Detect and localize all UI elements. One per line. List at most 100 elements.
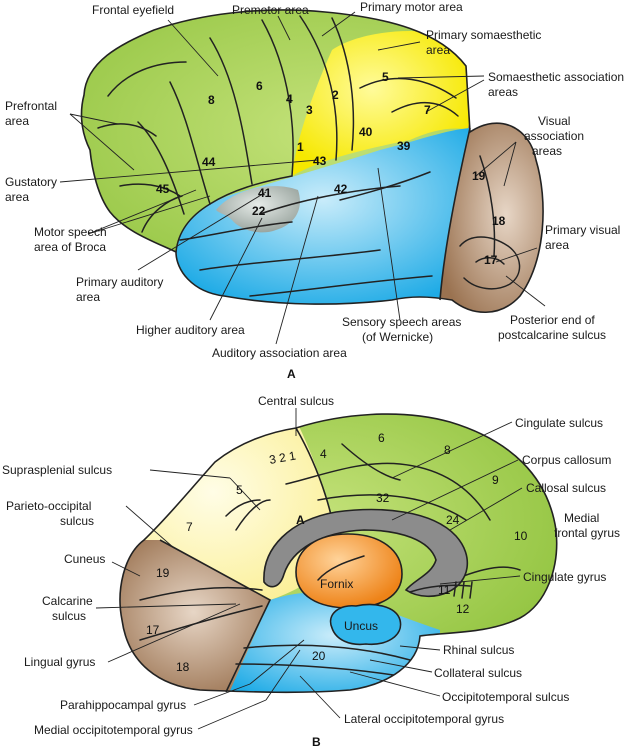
label-gustatory-2: area bbox=[5, 190, 29, 204]
label-parahippocampal-gyrus: Parahippocampal gyrus bbox=[60, 698, 186, 712]
label-posterior-end-2: postcalcarine sulcus bbox=[498, 328, 606, 342]
panel-a-letter: A bbox=[287, 367, 296, 381]
area-24: 24 bbox=[446, 513, 460, 527]
area-39: 39 bbox=[397, 139, 411, 153]
area-5-medial: 5 bbox=[236, 483, 243, 497]
area-4: 4 bbox=[286, 92, 293, 106]
label-rhinal-sulcus: Rhinal sulcus bbox=[443, 643, 514, 657]
label-somaesthetic-assoc-1: Somaesthetic association bbox=[488, 70, 624, 84]
label-fornix: Fornix bbox=[320, 577, 353, 591]
label-cuneus: Cuneus bbox=[64, 552, 105, 566]
area-8-medial: 8 bbox=[444, 443, 451, 457]
panel-b-labels: Central sulcus Cingulate sulcus Corpus c… bbox=[2, 394, 620, 749]
panel-a-labels: Frontal eyefield Premotor area Primary m… bbox=[5, 0, 624, 381]
area-12: 12 bbox=[456, 602, 470, 616]
label-visual-assoc-2: association bbox=[524, 129, 584, 143]
label-primary-visual-2: area bbox=[545, 238, 569, 252]
panel-b-area-numbers: 3 2 1 4 6 8 9 5 7 32 24 10 19 11 12 17 1… bbox=[146, 431, 528, 674]
label-collateral-sulcus: Collateral sulcus bbox=[434, 666, 522, 680]
label-motor-speech-2: area of Broca bbox=[34, 240, 106, 254]
label-parieto-occipital-2: sulcus bbox=[60, 514, 94, 528]
panel-a-lateral-view: Frontal eyefield Premotor area Primary m… bbox=[5, 0, 624, 381]
area-43: 43 bbox=[313, 154, 327, 168]
area-20: 20 bbox=[312, 649, 326, 663]
label-callosal-sulcus: Callosal sulcus bbox=[526, 481, 606, 495]
area-22: 22 bbox=[252, 204, 266, 218]
area-17-medial: 17 bbox=[146, 623, 160, 637]
label-suprasplenial-sulcus: Suprasplenial sulcus bbox=[2, 463, 112, 477]
area-18: 18 bbox=[492, 214, 506, 228]
area-19-medial: 19 bbox=[156, 566, 170, 580]
label-central-sulcus: Central sulcus bbox=[258, 394, 334, 408]
label-primary-auditory-1: Primary auditory bbox=[76, 275, 163, 289]
area-42: 42 bbox=[334, 182, 348, 196]
temporal-region bbox=[176, 128, 470, 307]
label-higher-auditory: Higher auditory area bbox=[136, 323, 245, 337]
area-5: 5 bbox=[382, 70, 389, 84]
label-region-a: A bbox=[296, 513, 305, 527]
label-lateral-occipitotemporal: Lateral occipitotemporal gyrus bbox=[344, 712, 504, 726]
area-44: 44 bbox=[202, 155, 216, 169]
label-calcarine-2: sulcus bbox=[52, 609, 86, 623]
label-primary-somaesthetic-1: Primary somaesthetic bbox=[426, 28, 541, 42]
panel-a-area-numbers: 8 6 4 3 2 1 5 7 40 39 43 44 45 41 42 22 … bbox=[156, 70, 506, 267]
area-41: 41 bbox=[258, 186, 272, 200]
label-lingual-gyrus: Lingual gyrus bbox=[24, 655, 95, 669]
label-visual-assoc-1: Visual bbox=[538, 114, 570, 128]
area-7-medial: 7 bbox=[186, 520, 193, 534]
area-1: 1 bbox=[297, 140, 304, 154]
label-cingulate-gyrus: Cingulate gyrus bbox=[523, 570, 606, 584]
fornix-shape bbox=[295, 533, 403, 609]
label-calcarine-1: Calcarine bbox=[42, 594, 93, 608]
label-occipitotemporal-sulcus: Occipitotemporal sulcus bbox=[442, 690, 569, 704]
label-premotor-area: Premotor area bbox=[232, 3, 309, 17]
area-32: 32 bbox=[376, 491, 390, 505]
label-primary-visual-1: Primary visual bbox=[545, 223, 620, 237]
area-8: 8 bbox=[208, 93, 215, 107]
label-medial-frontal-1: Medial bbox=[564, 511, 599, 525]
area-6-medial: 6 bbox=[378, 431, 385, 445]
label-somaesthetic-assoc-2: areas bbox=[488, 85, 518, 99]
area-17: 17 bbox=[484, 253, 498, 267]
label-prefrontal-2: area bbox=[5, 114, 29, 128]
panel-a-leaders bbox=[59, 11, 546, 345]
area-7: 7 bbox=[424, 103, 431, 117]
corpus-callosum-shape bbox=[263, 508, 469, 598]
panel-b-leaders bbox=[95, 408, 523, 730]
area-3-2-1: 3 2 1 bbox=[268, 448, 297, 466]
medial-occipital-region bbox=[120, 540, 270, 693]
label-sensory-speech-2: (of Wernicke) bbox=[362, 330, 433, 344]
area-4-medial: 4 bbox=[320, 447, 327, 461]
label-motor-speech-1: Motor speech bbox=[34, 225, 107, 239]
label-sensory-speech-1: Sensory speech areas bbox=[342, 315, 461, 329]
primary-auditory-region bbox=[216, 186, 300, 233]
area-3: 3 bbox=[306, 103, 313, 117]
area-6: 6 bbox=[256, 79, 263, 93]
label-corpus-callosum: Corpus callosum bbox=[522, 453, 611, 467]
label-frontal-eyefield: Frontal eyefield bbox=[92, 3, 174, 17]
label-medial-occipitotemporal: Medial occipitotemporal gyrus bbox=[34, 723, 193, 737]
label-primary-somaesthetic-2: area bbox=[426, 43, 450, 57]
label-visual-assoc-3: areas bbox=[532, 144, 562, 158]
label-uncus: Uncus bbox=[344, 619, 378, 633]
label-medial-frontal-2: frontal gyrus bbox=[554, 526, 620, 540]
area-45: 45 bbox=[156, 182, 170, 196]
label-gustatory-1: Gustatory bbox=[5, 175, 57, 189]
label-cingulate-sulcus: Cingulate sulcus bbox=[515, 416, 603, 430]
label-parieto-occipital-1: Parieto-occipital bbox=[6, 499, 91, 513]
label-primary-auditory-2: area bbox=[76, 290, 100, 304]
area-19: 19 bbox=[472, 169, 486, 183]
label-prefrontal-1: Prefrontal bbox=[5, 99, 57, 113]
area-40: 40 bbox=[359, 125, 373, 139]
panel-b-medial-view: Central sulcus Cingulate sulcus Corpus c… bbox=[2, 394, 620, 749]
label-auditory-association: Auditory association area bbox=[212, 346, 347, 360]
area-9-medial: 9 bbox=[492, 473, 499, 487]
uncus-shape bbox=[329, 603, 402, 646]
panel-b-letter: B bbox=[312, 735, 321, 749]
area-2: 2 bbox=[332, 88, 339, 102]
area-10: 10 bbox=[514, 529, 528, 543]
label-posterior-end-1: Posterior end of bbox=[510, 313, 595, 327]
label-primary-motor-area: Primary motor area bbox=[360, 0, 463, 14]
area-18-medial: 18 bbox=[176, 660, 190, 674]
